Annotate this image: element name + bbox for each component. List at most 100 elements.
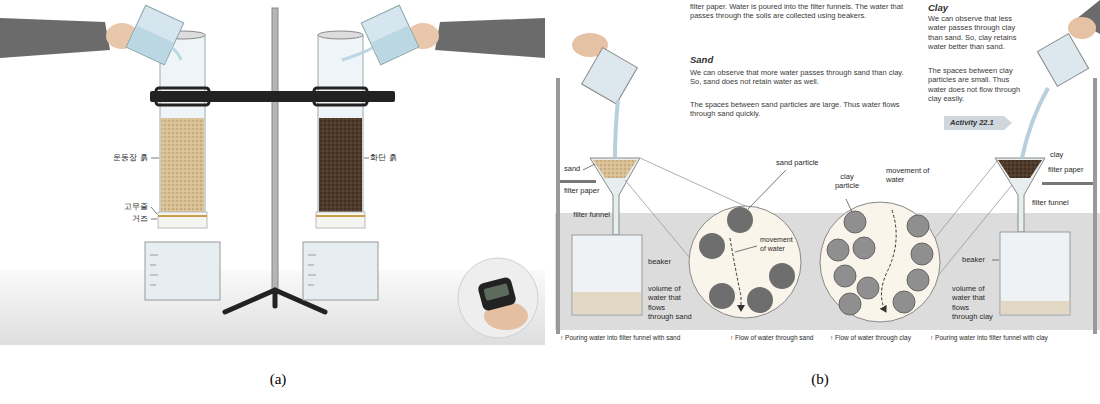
part-label: sand [564,164,580,173]
pouring-hand-clay-part [1037,34,1088,87]
part-label: filter paper [564,186,599,195]
beaker-sand [572,235,642,315]
leader-lines-b-part [992,260,999,261]
beaker-sand-part [572,235,642,315]
body-text: We can observe that more water passes th… [690,68,905,87]
beaker-sand-part [573,292,641,314]
soil-tube-left-part [161,118,204,212]
part-label: 거즈 [110,214,148,224]
clamp-bar-part [150,91,395,102]
clay-magnified-part-part [857,277,879,299]
pouring-hand-right-part [361,5,419,64]
pouring-hand-clay-part-part [1037,34,1088,87]
part-label: beaker [648,257,671,266]
part-label: volume of water that flows through clay [952,284,996,322]
clay-magnified-part-part [844,211,866,233]
sand-magnified-part [730,238,741,311]
leader-lines-a-part [151,207,157,214]
soil-tube-left-part [160,35,205,225]
soil-tube-right [316,31,365,228]
retort-stand-part [272,8,278,293]
soil-tube-left-part [158,215,207,217]
pouring-hand-right-part-part [361,5,419,64]
pouring-hand-left-part-part [128,26,174,64]
figure-caption: ↑ Pouring water into filter funnel with … [560,334,680,342]
leader-lines-b [583,164,999,260]
leader-lines-b-part [846,199,852,212]
stand-right-part [1042,182,1093,185]
leader-lines-a-part [364,158,369,159]
figure-caption: ↑ Pouring water into filter funnel with … [930,334,1048,342]
funnel-left [590,158,640,235]
leader-lines-a [151,158,369,219]
part-label: filter paper [1048,165,1083,174]
pouring-hand-sand [572,33,637,158]
clay-magnified-part [827,211,933,315]
stand-left-part [556,78,560,334]
leader-lines-a-part [151,158,159,159]
beaker-right [303,242,378,300]
section-heading: Clay [928,2,948,14]
stopwatch-inset-part-part [477,276,517,312]
clamp-bar-part [156,88,209,105]
pouring-hand-left [0,5,184,64]
clay-magnified-part-part [907,215,929,237]
part-label: beaker [962,255,985,264]
beaker-left-part [150,255,158,285]
soil-tube-right-part [318,35,363,225]
sand-magnified-part [727,207,753,233]
body-text: The spaces between clay particles are sm… [928,66,1028,104]
section-heading: Sand [690,54,713,66]
sand-magnified-part [747,287,773,313]
clay-magnified-part [820,202,940,322]
sand-magnified-part [689,206,801,318]
part-label: volume of water that flows through sand [648,284,692,322]
part-label: movement of water [886,166,930,185]
body-text: filter paper. Water is poured into the f… [690,2,905,21]
beaker-clay [1000,232,1070,315]
beaker-left [145,242,220,300]
pouring-hand-left-part [0,18,110,58]
clay-magnified-part-part [911,243,933,265]
pouring-hand-sand-part [615,100,618,158]
clay-magnified-part-part [839,293,861,315]
leader-lines-b-part [583,164,595,170]
sand-magnified-part [769,263,795,289]
part-label: 고무줄 [110,202,148,212]
beaker-clay-part [1000,232,1070,315]
panel-caption: (b) [800,370,840,389]
part-label: movement of water [760,236,792,254]
funnel-right [995,158,1045,232]
pouring-hand-right [342,5,545,64]
beaker-right-part [303,242,378,300]
magnify-lines-sand-part [625,180,740,318]
clay-magnified-part [881,210,896,312]
sand-magnified [689,206,801,318]
pouring-hand-right-part-part [371,26,417,64]
pouring-hand-right-part [342,48,372,60]
part-label: 화단 흙 [370,153,420,163]
magnify-lines-sand-part [640,158,745,206]
part-label: clay [1050,150,1063,159]
pouring-hand-clay-part [1022,88,1048,158]
part-label: sand particle [776,158,819,167]
part-label: clay particle [830,172,864,191]
pouring-hand-clay-part [1068,17,1096,39]
magnify-lines-clay-part [935,160,998,238]
clamp-bar-part [314,88,367,105]
clay-magnified-part-part [827,239,849,261]
funnel-left-part [590,158,640,235]
stand-left-part [560,180,596,183]
activity-tag [944,116,1012,130]
stopwatch-inset [458,258,538,338]
soil-tube-right-part [319,118,362,212]
stand-right-part [1093,78,1097,334]
soil-tube-right-part [316,212,365,228]
pouring-hand-left-part [172,48,181,60]
sand-magnified-part [699,233,725,259]
panel-a-ground [0,0,545,345]
pouring-hand-clay [1022,0,1100,158]
